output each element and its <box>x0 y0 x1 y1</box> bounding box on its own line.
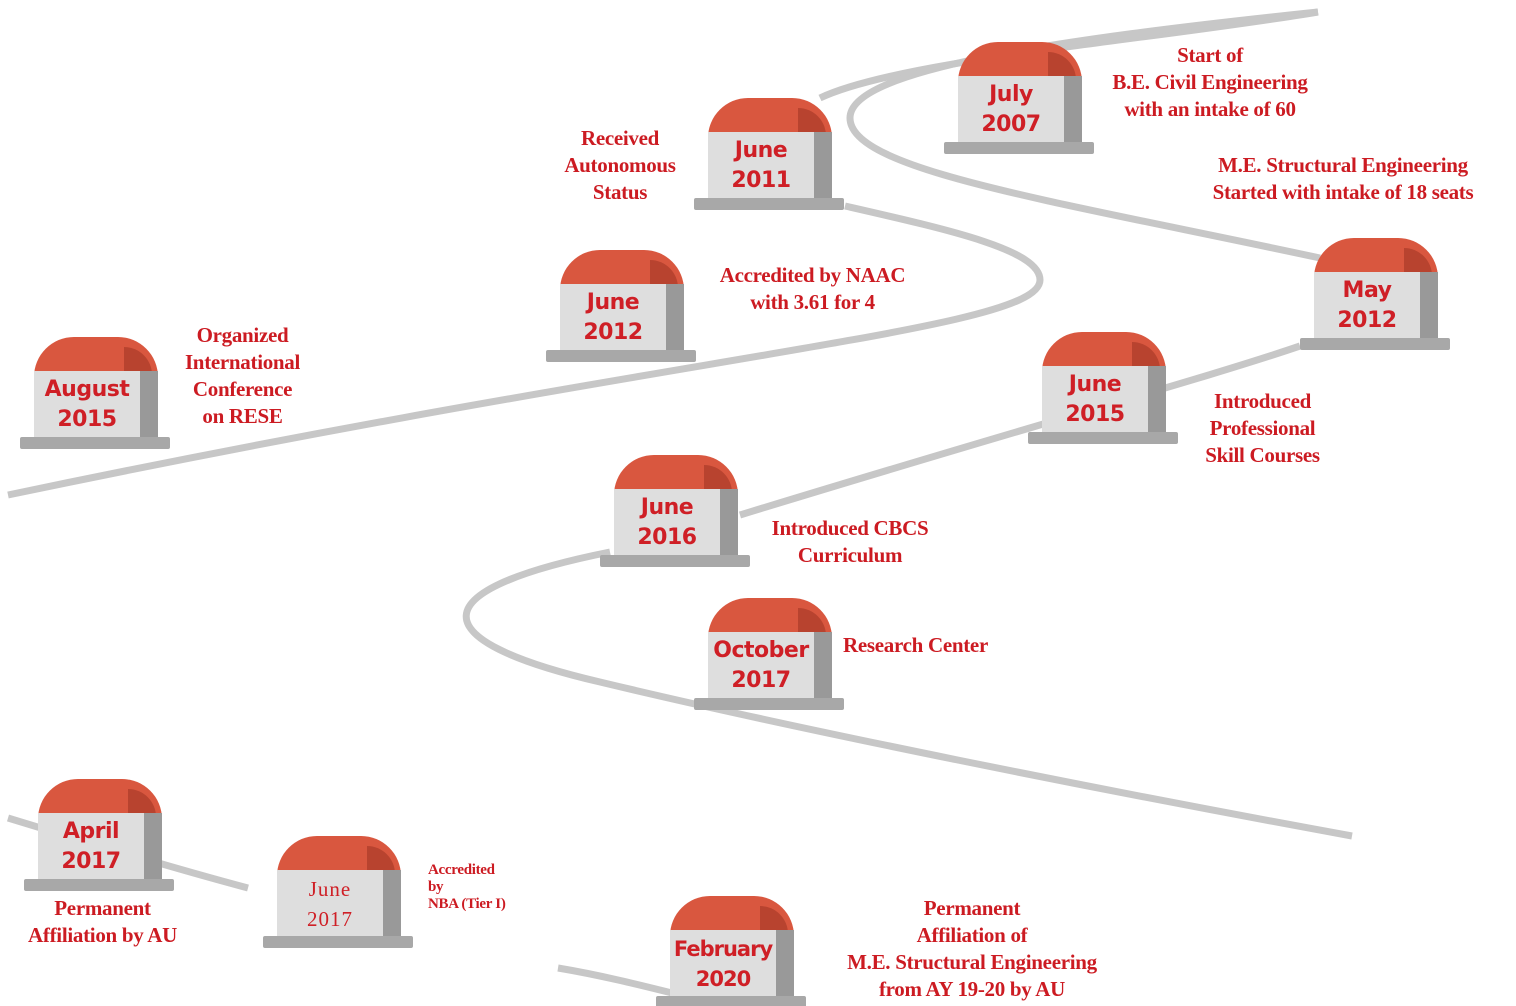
milestone-date: June 2011 <box>731 138 791 193</box>
milestone-date: October 2017 <box>713 638 809 693</box>
milestone-date: May 2012 <box>1337 278 1397 333</box>
caption-june-2011: Received Autonomous Status <box>564 126 676 204</box>
caption-october-2017: Research Center <box>843 633 988 657</box>
milestone-june-2011: June 2011 <box>694 98 844 218</box>
caption-february-2020: Permanent Affiliation of M.E. Structural… <box>847 896 1097 1001</box>
milestone-june-2012: June 2012 <box>546 250 696 370</box>
milestone-date: April 2017 <box>61 819 121 874</box>
milestone-february-2020: February 2020 <box>656 896 806 1006</box>
milestone-may-2012: May 2012 <box>1300 238 1450 358</box>
milestone-date: July 2007 <box>981 82 1041 137</box>
caption-june-2017: Accredited by NBA (Tier I) <box>428 862 506 912</box>
caption-may-2012: M.E. Structural Engineering Started with… <box>1212 153 1474 204</box>
milestone-october-2017: October 2017 <box>694 598 844 718</box>
milestone-date: June 2017 <box>307 877 353 931</box>
milestone-july-2007: July 2007 <box>944 42 1094 162</box>
caption-june-2012: Accredited by NAAC with 3.61 for 4 <box>719 263 906 314</box>
milestone-date: August 2015 <box>44 377 130 432</box>
milestone-june-2016: June 2016 <box>600 455 750 575</box>
milestone-june-2017: June 2017 <box>263 836 413 956</box>
caption-june-2016: Introduced CBCS Curriculum <box>771 516 929 567</box>
milestone-date: February 2020 <box>673 937 773 991</box>
caption-july-2007: Start of B.E. Civil Engineering with an … <box>1112 43 1308 121</box>
caption-june-2015: Introduced Professional Skill Courses <box>1205 389 1320 467</box>
milestone-date: June 2012 <box>583 290 643 345</box>
milestone-august-2015: August 2015 <box>20 337 170 457</box>
milestone-date: June 2016 <box>637 495 697 550</box>
milestone-june-2015: June 2015 <box>1028 332 1178 452</box>
caption-august-2015: Organized International Conference on RE… <box>184 323 301 428</box>
milestone-date: June 2015 <box>1065 372 1125 427</box>
milestone-april-2017: April 2017 <box>24 779 174 899</box>
caption-april-2017: Permanent Affiliation by AU <box>28 896 177 947</box>
